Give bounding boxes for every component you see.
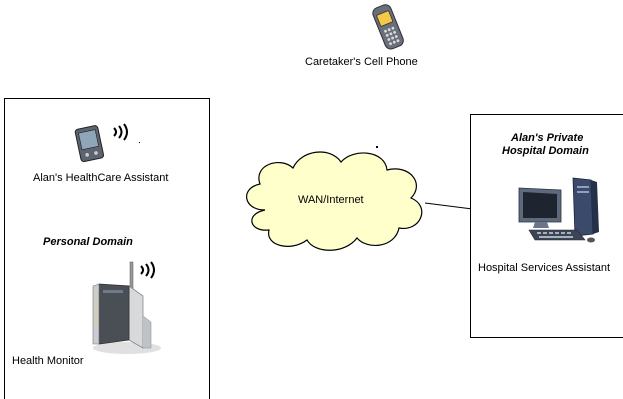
cell-phone-icon [372, 4, 404, 50]
wireless-signal-icon [113, 123, 128, 141]
hospital-services-label: Hospital Services Assistant [478, 262, 611, 274]
hospital-domain-title-line1: Alan's Private [511, 132, 584, 144]
healthcare-assistant-label: Alan's HealthCare Assistant [33, 172, 169, 184]
health-monitor-label: Health Monitor [12, 355, 84, 367]
hospital-domain-title-line2: Hospital Domain [502, 145, 589, 157]
desktop-computer-icon [518, 177, 599, 243]
pda-icon [74, 125, 105, 163]
dot-marker [139, 142, 140, 143]
router-icon [92, 261, 161, 354]
personal-domain-title: Personal Domain [43, 236, 133, 248]
wireless-signal-icon [140, 261, 155, 279]
caretaker-phone-label: Caretaker's Cell Phone [305, 56, 418, 68]
wan-label: WAN/Internet [298, 194, 364, 206]
dot-marker [376, 146, 378, 148]
cloud-icon [246, 151, 423, 251]
